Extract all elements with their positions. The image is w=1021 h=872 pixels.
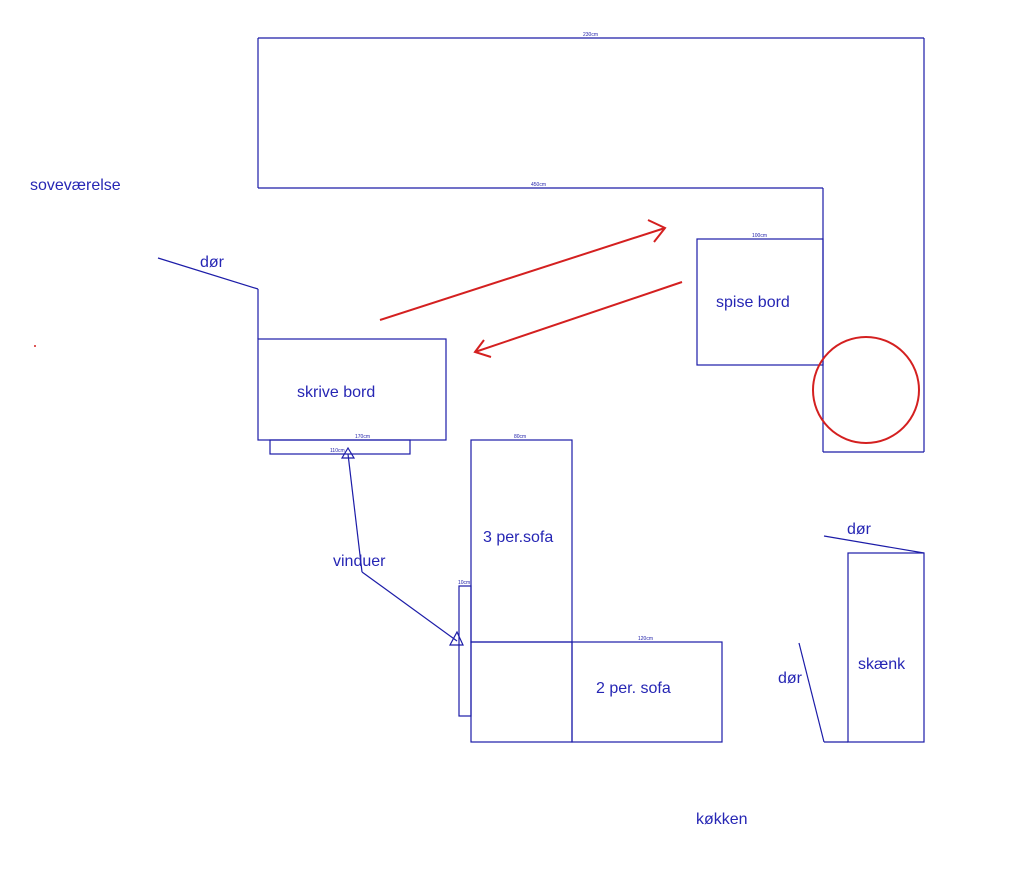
window-sill bbox=[269, 439, 411, 455]
small-strip bbox=[458, 585, 472, 717]
label-vinduer: vinduer bbox=[333, 553, 386, 570]
marker-dot bbox=[34, 345, 36, 347]
label-sovevaerelse: soveværelse bbox=[30, 177, 121, 194]
label-sofa2: 2 per. sofa bbox=[596, 680, 671, 697]
label-sofa3: 3 per.sofa bbox=[483, 529, 553, 546]
window-pointers bbox=[340, 446, 464, 646]
label-skaenk: skænk bbox=[858, 656, 906, 673]
dim-sofa3: 80cm bbox=[514, 434, 526, 440]
label-kokken: køkken bbox=[696, 811, 748, 828]
label-spise-bord: spise bord bbox=[716, 294, 790, 311]
dim-desk: 170cm bbox=[355, 434, 370, 440]
spise-bord-rect bbox=[696, 238, 824, 366]
door-line-2 bbox=[823, 535, 925, 554]
label-dor-3: dør bbox=[778, 670, 803, 687]
label-skrive-bord: skrive bord bbox=[297, 384, 375, 401]
sofa-corner-rect bbox=[470, 641, 573, 743]
sofa2-rect bbox=[571, 641, 723, 743]
door-line-1 bbox=[157, 257, 259, 290]
label-dor-1: dør bbox=[200, 254, 225, 271]
dim-window: 110cm bbox=[330, 448, 345, 454]
dim-inner: 450cm bbox=[531, 182, 546, 188]
dim-small: 10cm bbox=[458, 580, 470, 586]
traffic-arrows bbox=[379, 219, 683, 358]
dim-top: 230cm bbox=[583, 32, 598, 38]
dim-sofa2: 120cm bbox=[638, 636, 653, 642]
skaenk-rect bbox=[847, 552, 925, 743]
door-line-3 bbox=[798, 642, 825, 743]
round-table-circle bbox=[812, 336, 920, 444]
dim-spise: 100cm bbox=[752, 233, 767, 239]
label-dor-2: dør bbox=[847, 521, 872, 538]
